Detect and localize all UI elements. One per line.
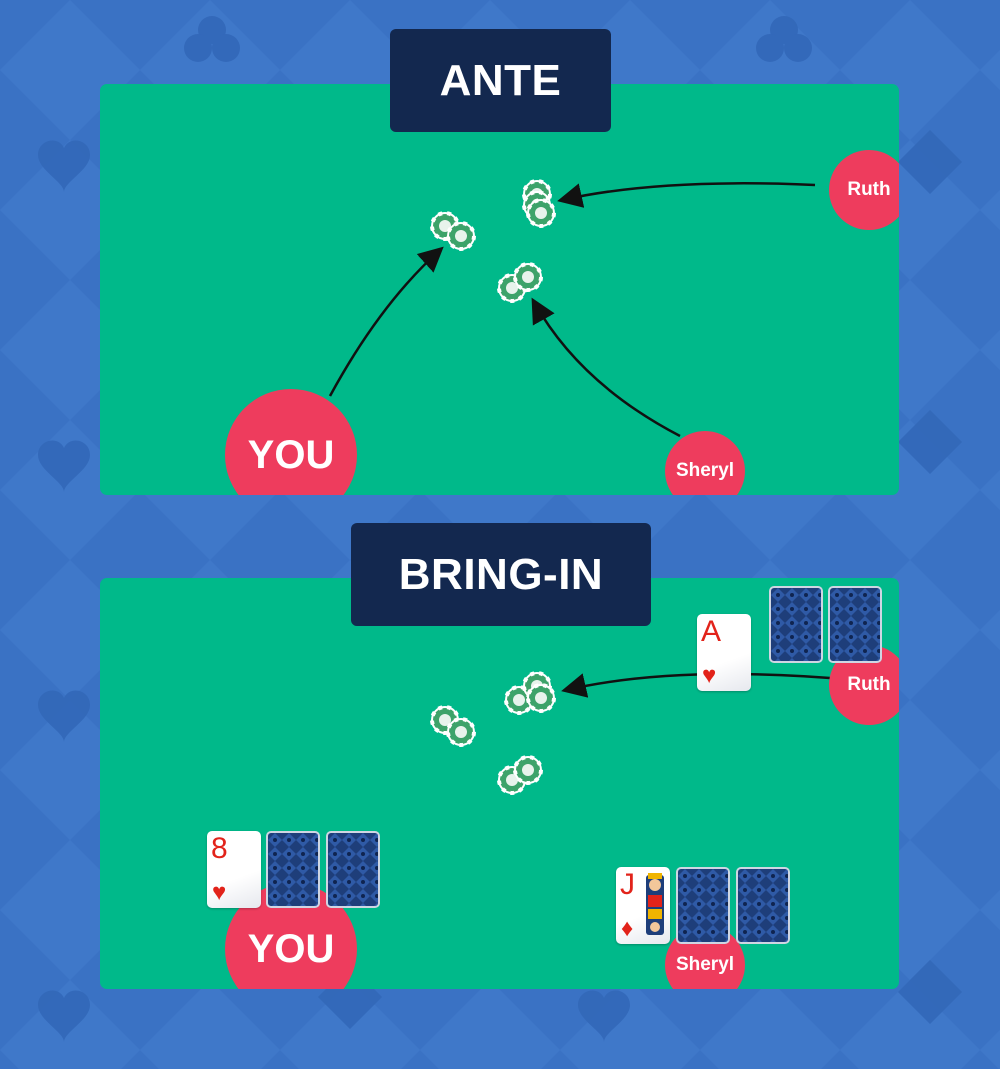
sheryl-up-card: J ♦ bbox=[616, 867, 670, 944]
card-back-pattern bbox=[678, 869, 728, 942]
player-sheryl-label: Sheryl bbox=[675, 460, 735, 481]
arrow-icon bbox=[561, 672, 831, 698]
you-up-card: 8 ♥ bbox=[207, 831, 261, 908]
bring-in-chip-layer bbox=[430, 671, 831, 795]
player-sheryl-label: Sheryl bbox=[675, 954, 735, 975]
bring-in-title: BRING-IN bbox=[351, 523, 651, 626]
player-you: YOU bbox=[225, 389, 357, 495]
card-rank: A bbox=[701, 615, 722, 648]
card-rank: 8 bbox=[211, 832, 228, 865]
diamond-suit-icon: ♦ bbox=[621, 915, 634, 942]
poker-chip-icon bbox=[430, 211, 476, 251]
player-ruth: Ruth bbox=[829, 150, 899, 230]
poker-chip-icon bbox=[504, 671, 556, 715]
poker-chip-icon bbox=[522, 179, 556, 228]
arrow-icon bbox=[531, 297, 681, 438]
bring-in-table: YOU Ruth Sheryl 8 ♥ A ♥ J ♦ bbox=[100, 578, 899, 989]
card-back-pattern bbox=[771, 588, 821, 661]
arrow-icon bbox=[557, 182, 816, 208]
ante-chip-layer bbox=[328, 179, 816, 438]
card-back bbox=[266, 831, 320, 908]
ante-title: ANTE bbox=[390, 29, 611, 132]
card-back bbox=[828, 586, 882, 663]
player-you-label: YOU bbox=[247, 432, 335, 477]
card-back bbox=[736, 867, 790, 944]
ruth-up-card: A ♥ bbox=[697, 614, 751, 691]
player-you-label: YOU bbox=[247, 926, 335, 971]
card-back-pattern bbox=[738, 869, 788, 942]
card-back bbox=[326, 831, 380, 908]
player-sheryl: Sheryl bbox=[665, 431, 745, 495]
card-rank: J bbox=[620, 868, 635, 901]
card-back bbox=[676, 867, 730, 944]
poker-chip-icon bbox=[497, 755, 543, 795]
heart-suit-icon: ♥ bbox=[212, 879, 227, 906]
player-ruth-label: Ruth bbox=[847, 674, 891, 695]
poker-chip-icon bbox=[430, 705, 476, 747]
ante-table: YOU Ruth Sheryl bbox=[100, 84, 899, 495]
card-back-pattern bbox=[830, 588, 880, 661]
heart-suit-icon: ♥ bbox=[702, 662, 717, 689]
card-back-pattern bbox=[268, 833, 318, 906]
player-ruth-label: Ruth bbox=[847, 179, 891, 200]
poker-chip-icon bbox=[497, 262, 543, 303]
card-back-pattern bbox=[328, 833, 378, 906]
jack-face-icon bbox=[646, 873, 664, 935]
card-back bbox=[769, 586, 823, 663]
arrow-icon bbox=[328, 246, 444, 397]
